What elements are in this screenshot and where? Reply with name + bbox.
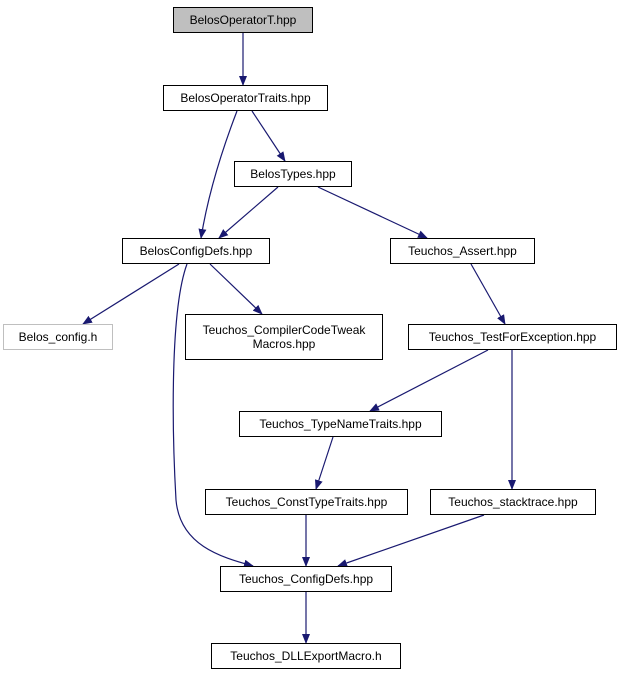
node-teuchos-config-defs[interactable]: Teuchos_ConfigDefs.hpp bbox=[220, 566, 392, 592]
node-teuchos-type-name-traits[interactable]: Teuchos_TypeNameTraits.hpp bbox=[239, 411, 442, 437]
edge-teuchos-test-for-exception-to-teuchos-type-name-traits bbox=[369, 349, 489, 412]
edge-teuchos-type-name-traits-to-teuchos-const-type-traits bbox=[314, 436, 334, 490]
edge-belos-config-defs-to-belos-config-h bbox=[82, 263, 180, 325]
node-teuchos-compiler-code-tweak-macros[interactable]: Teuchos_CompilerCodeTweak Macros.hpp bbox=[185, 314, 383, 360]
edge-belos-types-to-belos-config-defs bbox=[218, 186, 279, 239]
edge-teuchos-assert-to-teuchos-test-for-exception bbox=[470, 263, 506, 325]
edge-teuchos-stacktrace-to-teuchos-config-defs bbox=[337, 514, 485, 567]
node-belos-operator-t[interactable]: BelosOperatorT.hpp bbox=[173, 7, 313, 33]
edge-belos-config-defs-to-teuchos-compiler-code-tweak bbox=[209, 263, 263, 315]
node-belos-config-defs[interactable]: BelosConfigDefs.hpp bbox=[122, 238, 270, 264]
node-teuchos-stacktrace[interactable]: Teuchos_stacktrace.hpp bbox=[430, 489, 596, 515]
edge-belos-operator-traits-to-belos-config-defs bbox=[198, 110, 238, 239]
edge-belos-operator-traits-to-belos-types bbox=[251, 110, 286, 162]
edge-belos-config-defs-to-teuchos-config-defs bbox=[172, 263, 254, 568]
edge-belos-types-to-teuchos-assert bbox=[317, 186, 428, 239]
node-teuchos-test-for-exception[interactable]: Teuchos_TestForException.hpp bbox=[408, 324, 617, 350]
node-teuchos-dll-export-macro[interactable]: Teuchos_DLLExportMacro.h bbox=[211, 643, 401, 669]
node-belos-types[interactable]: BelosTypes.hpp bbox=[234, 161, 352, 187]
node-belos-operator-traits[interactable]: BelosOperatorTraits.hpp bbox=[163, 85, 328, 111]
node-belos-config-h[interactable]: Belos_config.h bbox=[3, 324, 113, 350]
node-teuchos-const-type-traits[interactable]: Teuchos_ConstTypeTraits.hpp bbox=[205, 489, 408, 515]
node-teuchos-assert[interactable]: Teuchos_Assert.hpp bbox=[390, 238, 535, 264]
